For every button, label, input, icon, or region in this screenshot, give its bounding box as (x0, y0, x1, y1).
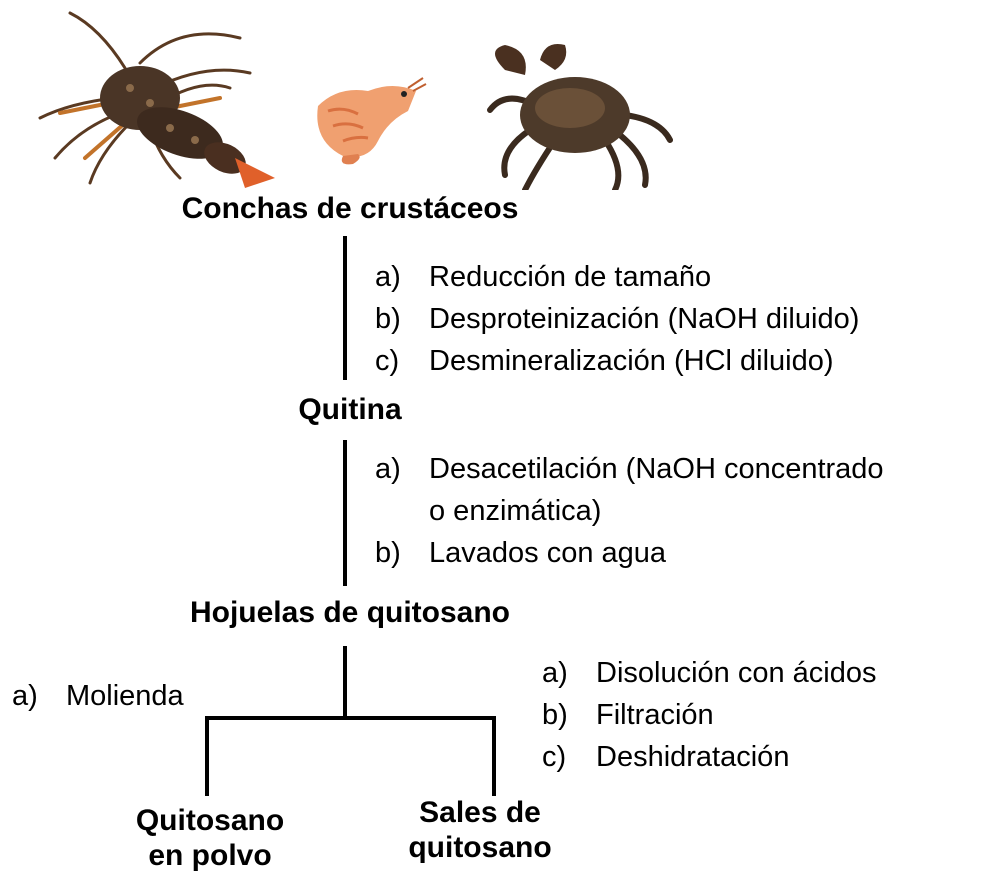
step-item: c)Desmineralización (HCl diluido) (375, 345, 834, 377)
steps-quitina-to-hojuelas: a)Desacetilación (NaOH concentrado o enz… (375, 448, 884, 574)
step-item: a)Disolución con ácidos (542, 657, 877, 689)
step-item: c)Deshidratación (542, 741, 790, 773)
step-item: b)Desproteinización (NaOH diluido) (375, 303, 860, 335)
steps-to-sales: a)Disolución con ácidos b)Filtración c)D… (542, 652, 876, 778)
step-item: b)Lavados con agua (375, 537, 667, 569)
step-item: a)Reducción de tamaño (375, 261, 712, 293)
connector-hojuelas-branch (343, 646, 347, 718)
node-hojuelas: Hojuelas de quitosano (189, 596, 511, 629)
steps-to-polvo: a)Molienda (12, 675, 184, 717)
step-item: a)Desacetilación (NaOH concentrado (375, 453, 884, 485)
connector-conchas-quitina (343, 236, 347, 380)
step-continuation: o enzimática) (429, 495, 602, 527)
lobster-image (38, 11, 275, 188)
branch-right (492, 716, 496, 796)
branch-left (205, 716, 209, 796)
branch-horizontal (205, 716, 496, 720)
step-item: a)Molienda (12, 680, 184, 712)
connector-quitina-hojuelas (343, 440, 347, 586)
steps-conchas-to-quitina: a)Reducción de tamaño b)Desproteinizació… (375, 256, 859, 382)
node-quitina: Quitina (298, 393, 402, 426)
step-item: b)Filtración (542, 699, 714, 731)
crab-image (487, 44, 673, 190)
node-conchas: Conchas de crustáceos (181, 192, 519, 225)
node-sales-de-quitosano: Sales de quitosano (408, 796, 552, 864)
shrimp-image (317, 77, 427, 165)
node-quitosano-en-polvo: Quitosano en polvo (135, 804, 285, 872)
